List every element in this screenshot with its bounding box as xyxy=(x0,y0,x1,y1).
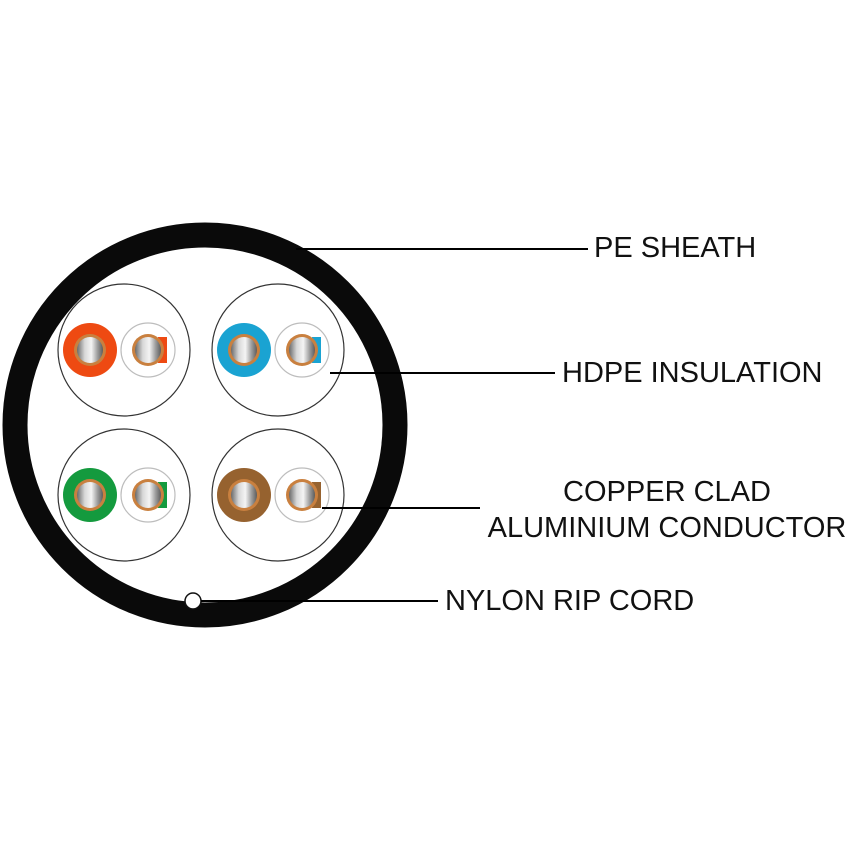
aluminium-core-orange xyxy=(77,337,103,363)
label-hdpe-insulation: HDPE INSULATION xyxy=(562,357,823,389)
aluminium-core-green xyxy=(77,482,103,508)
pair-blue xyxy=(211,283,345,417)
aluminium-core-blue xyxy=(231,337,257,363)
pair-brown xyxy=(211,428,345,562)
pair-orange xyxy=(57,283,191,417)
pe-sheath xyxy=(2,222,408,628)
twisted-pairs xyxy=(57,283,345,562)
aluminium-core-brown xyxy=(231,482,257,508)
aluminium-core-white-orange xyxy=(135,337,161,363)
label-conductor-line2: ALUMINIUM CONDUCTOR xyxy=(487,512,847,544)
pair-green xyxy=(57,428,191,562)
label-nylon-rip-cord: NYLON RIP CORD xyxy=(445,585,695,617)
aluminium-core-white-green xyxy=(135,482,161,508)
nylon-rip-cord xyxy=(184,592,202,610)
label-conductor-line1: COPPER CLAD xyxy=(563,476,771,508)
label-pe-sheath: PE SHEATH xyxy=(594,232,757,264)
aluminium-core-white-brown xyxy=(289,482,315,508)
aluminium-core-white-blue xyxy=(289,337,315,363)
label-conductor: COPPER CLAD ALUMINIUM CONDUCTOR xyxy=(486,474,848,546)
